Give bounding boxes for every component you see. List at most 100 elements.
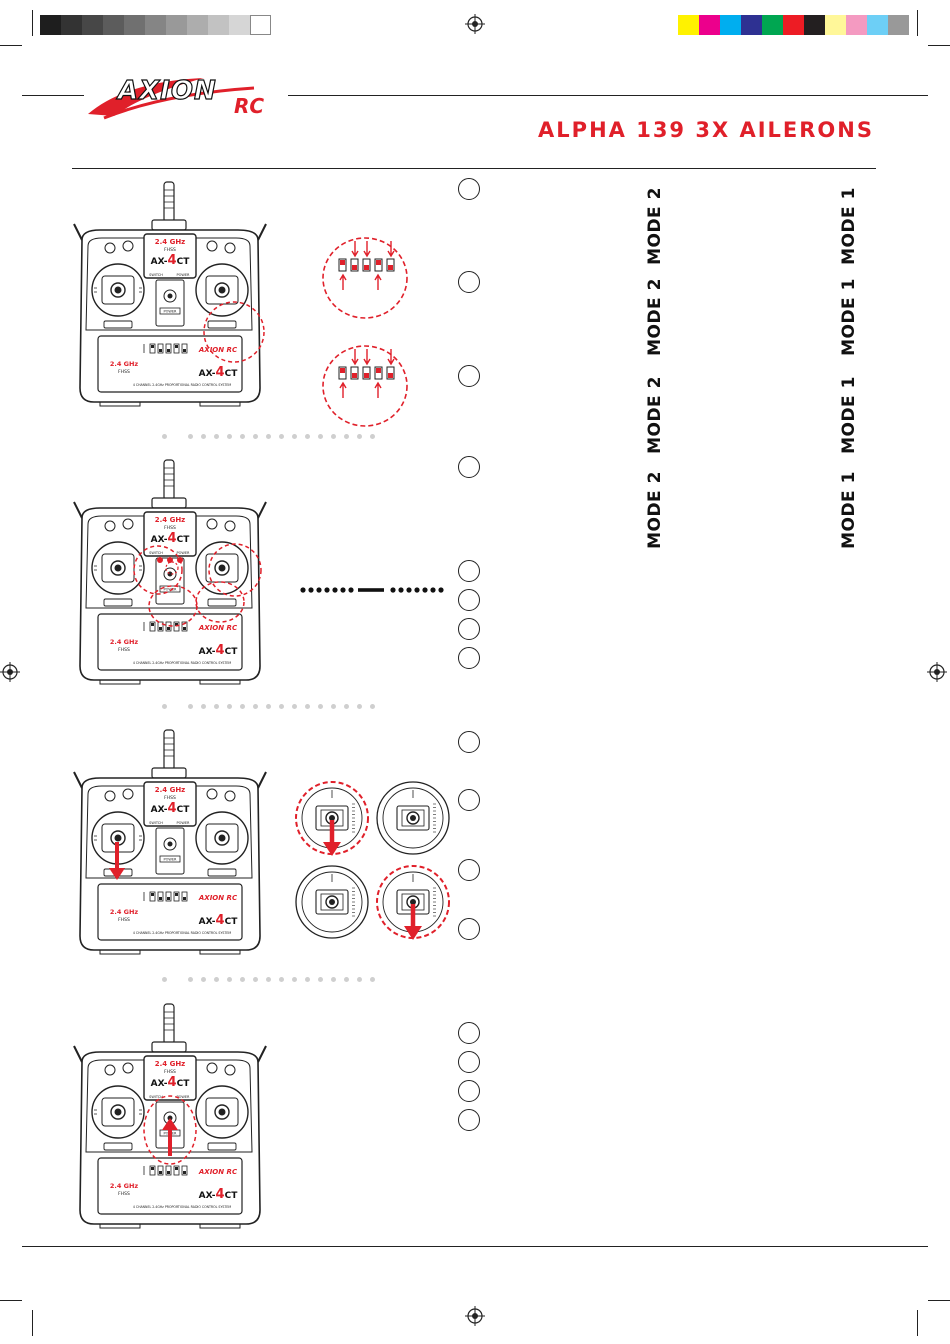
mode-2-label: MODE 2 bbox=[645, 376, 665, 454]
svg-text:AX-4CT: AX-4CT bbox=[199, 1187, 239, 1202]
color-swatch bbox=[699, 15, 720, 35]
stick-zoom-neutral-left bbox=[294, 864, 372, 951]
svg-text:4 CHANNEL 2.4GHz PROPORTIONAL: 4 CHANNEL 2.4GHz PROPORTIONAL RADIO CONT… bbox=[133, 931, 232, 935]
mode-1-label: MODE 1 bbox=[839, 376, 859, 454]
crop-mark bbox=[32, 1310, 33, 1336]
color-swatch bbox=[741, 15, 762, 35]
svg-text:FHSS: FHSS bbox=[118, 917, 130, 923]
gray-swatch bbox=[187, 15, 208, 35]
svg-text:AX-4CT: AX-4CT bbox=[151, 253, 191, 268]
svg-text:FHSS: FHSS bbox=[118, 1191, 130, 1197]
svg-text:2.4 GHz: 2.4 GHz bbox=[155, 238, 186, 246]
svg-text:2.4 GHz: 2.4 GHz bbox=[110, 1182, 139, 1190]
svg-text:2.4 GHz: 2.4 GHz bbox=[155, 516, 186, 524]
step-number bbox=[458, 1022, 480, 1044]
stick-zoom-neutral-right bbox=[375, 780, 453, 867]
svg-text:2.4 GHz: 2.4 GHz bbox=[110, 638, 139, 646]
svg-text:AX-4CT: AX-4CT bbox=[199, 365, 239, 380]
section-divider bbox=[162, 704, 377, 710]
step-number bbox=[458, 456, 480, 478]
mode-1-label: MODE 1 bbox=[839, 471, 859, 549]
svg-text:2.4 GHz: 2.4 GHz bbox=[155, 786, 186, 794]
gray-swatch bbox=[103, 15, 124, 35]
logo-subtext: RC bbox=[234, 94, 265, 118]
gray-swatch bbox=[166, 15, 187, 35]
registration-target-icon bbox=[465, 1306, 485, 1326]
svg-text:SWITCH: SWITCH bbox=[149, 551, 163, 555]
svg-text:POWER: POWER bbox=[177, 273, 191, 277]
title-rule bbox=[72, 168, 876, 169]
svg-text:POWER: POWER bbox=[177, 551, 191, 555]
svg-text:POWER: POWER bbox=[164, 310, 178, 314]
color-swatch bbox=[678, 15, 699, 35]
step-number bbox=[458, 1109, 480, 1131]
stick-zoom-down-right bbox=[375, 864, 453, 951]
mode-1-label: MODE 1 bbox=[839, 278, 859, 356]
color-swatch bbox=[783, 15, 804, 35]
color-swatch bbox=[846, 15, 867, 35]
step-number bbox=[458, 271, 480, 293]
page-title: ALPHA 139 3X AILERONS bbox=[538, 118, 874, 142]
section-divider bbox=[162, 977, 377, 983]
header-rule-right bbox=[288, 95, 928, 96]
svg-text:FHSS: FHSS bbox=[118, 369, 130, 375]
svg-text:FHSS: FHSS bbox=[118, 647, 130, 653]
step-number bbox=[458, 647, 480, 669]
svg-text:4 CHANNEL 2.4GHz PROPORTIONAL: 4 CHANNEL 2.4GHz PROPORTIONAL RADIO CONT… bbox=[133, 661, 232, 665]
crop-mark bbox=[928, 1300, 950, 1301]
crop-mark bbox=[32, 10, 33, 36]
registration-target-icon bbox=[0, 662, 20, 682]
step-number bbox=[458, 1051, 480, 1073]
color-swatch bbox=[762, 15, 783, 35]
registration-target-icon bbox=[465, 14, 485, 34]
mode-2-label: MODE 2 bbox=[645, 471, 665, 549]
color-swatch bbox=[720, 15, 741, 35]
svg-text:FHSS: FHSS bbox=[164, 525, 176, 531]
svg-text:AX-4CT: AX-4CT bbox=[199, 913, 239, 928]
svg-text:AXION RC: AXION RC bbox=[198, 1168, 238, 1176]
svg-text:POWER: POWER bbox=[164, 858, 178, 862]
svg-text:4 CHANNEL 2.4GHz PROPORTIONAL: 4 CHANNEL 2.4GHz PROPORTIONAL RADIO CONT… bbox=[133, 1205, 232, 1209]
dip-switch-zoom bbox=[322, 237, 408, 319]
step-number bbox=[458, 618, 480, 640]
svg-text:AXION RC: AXION RC bbox=[198, 624, 238, 632]
step-number bbox=[458, 365, 480, 387]
logo-wordmark: AXION bbox=[117, 75, 217, 106]
svg-text:AX-4CT: AX-4CT bbox=[151, 531, 191, 546]
svg-text:2.4 GHz: 2.4 GHz bbox=[110, 908, 139, 916]
gray-swatch bbox=[124, 15, 145, 35]
step-number bbox=[458, 589, 480, 611]
footer-rule bbox=[22, 1246, 928, 1247]
crop-mark bbox=[917, 10, 918, 36]
svg-text:2.4 GHz: 2.4 GHz bbox=[155, 1060, 186, 1068]
header-rule-left bbox=[22, 95, 84, 96]
svg-text:AXION RC: AXION RC bbox=[198, 346, 238, 354]
svg-text:SWITCH: SWITCH bbox=[149, 273, 163, 277]
mode-2-label: MODE 2 bbox=[645, 187, 665, 265]
section-divider bbox=[162, 434, 377, 440]
step-number bbox=[458, 789, 480, 811]
crop-mark bbox=[0, 1300, 22, 1301]
brand-logo: AXION RC bbox=[84, 72, 289, 122]
svg-text:POWER: POWER bbox=[164, 588, 178, 592]
mode-1-label: MODE 1 bbox=[839, 187, 859, 265]
svg-text:2.4 GHz: 2.4 GHz bbox=[110, 360, 139, 368]
gray-swatch bbox=[208, 15, 229, 35]
step-number bbox=[458, 859, 480, 881]
registration-target-icon bbox=[927, 662, 947, 682]
crop-mark bbox=[0, 45, 22, 46]
svg-text:AX-4CT: AX-4CT bbox=[151, 1075, 191, 1090]
gray-swatch bbox=[61, 15, 82, 35]
crop-mark bbox=[917, 1310, 918, 1336]
crop-mark bbox=[928, 45, 950, 46]
svg-text:SWITCH: SWITCH bbox=[149, 821, 163, 825]
gray-swatch bbox=[40, 15, 61, 35]
step-number bbox=[458, 1080, 480, 1102]
svg-text:AX-4CT: AX-4CT bbox=[151, 801, 191, 816]
color-swatch bbox=[804, 15, 825, 35]
svg-text:SWITCH: SWITCH bbox=[149, 1095, 163, 1099]
